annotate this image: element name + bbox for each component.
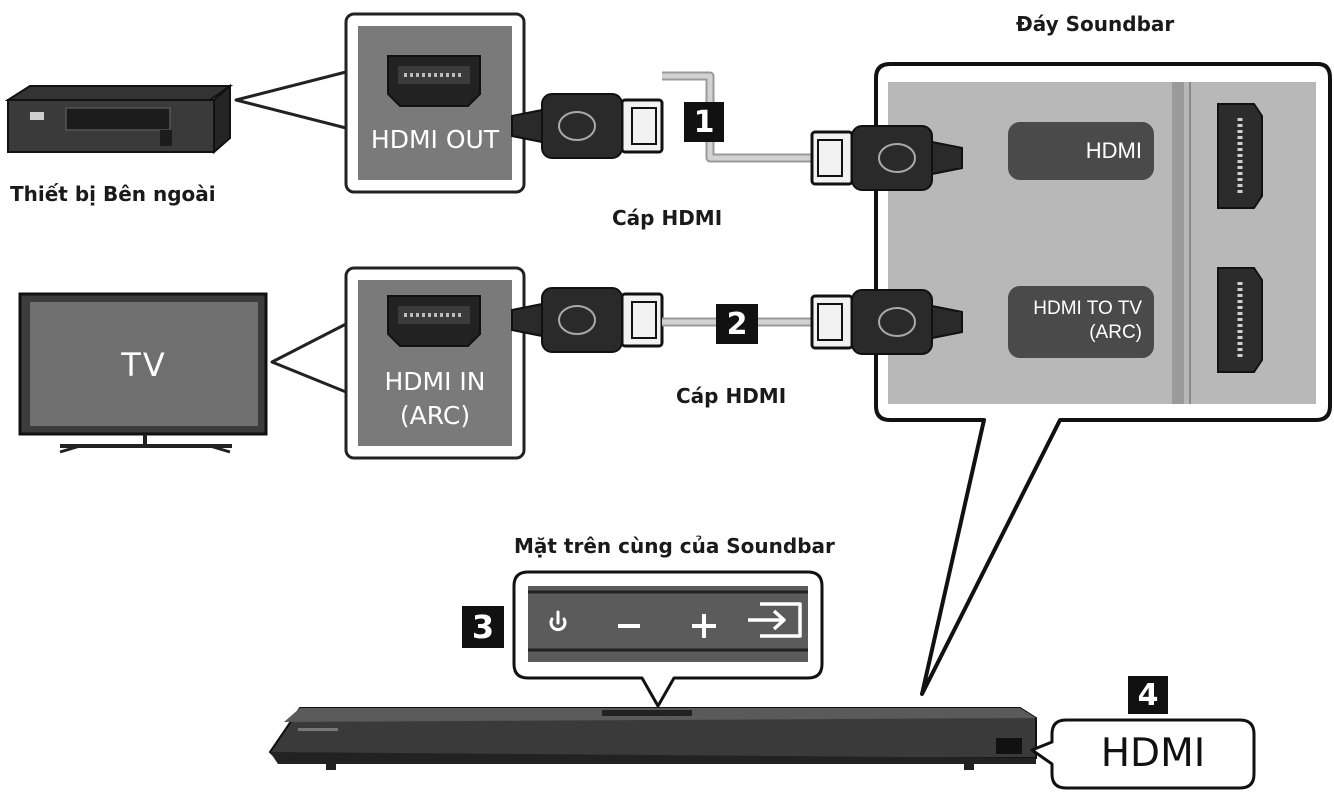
soundbar-illustration <box>268 707 1037 770</box>
soundbar-arc-label: (ARC) <box>1089 322 1142 343</box>
external-device-illustration <box>4 83 234 155</box>
source-icon <box>748 602 802 638</box>
hdmi-in-arc-label: (ARC) <box>399 401 471 430</box>
step-badge-2: 2 <box>716 304 758 344</box>
power-icon <box>549 610 567 632</box>
soundbar-hdmi-to-tv-label: HDMI TO TV <box>1033 298 1142 319</box>
cable-1-label: Cáp HDMI <box>612 206 723 230</box>
soundbar-port-sockets <box>1217 103 1263 373</box>
hdmi-in-label: HDMI IN <box>384 367 486 396</box>
external-device-label: Thiết bị Bên ngoài <box>10 182 216 206</box>
soundbar-hdmi-label: HDMI <box>1085 138 1142 163</box>
tv-illustration <box>18 292 268 454</box>
step-badge-4: 4 <box>1128 676 1168 714</box>
tv-label: TV <box>121 346 167 384</box>
soundbar-bottom-title: Đáy Soundbar <box>1016 12 1175 36</box>
soundbar-top-title: Mặt trên cùng của Soundbar <box>514 534 835 558</box>
volume-up-icon <box>692 614 716 638</box>
hdmi-out-label: HDMI OUT <box>370 125 500 154</box>
step-badge-1: 1 <box>684 102 724 142</box>
cable-2-label: Cáp HDMI <box>676 384 787 408</box>
soundbar-display-text: HDMI <box>1100 731 1206 776</box>
step-badge-3: 3 <box>462 606 504 648</box>
